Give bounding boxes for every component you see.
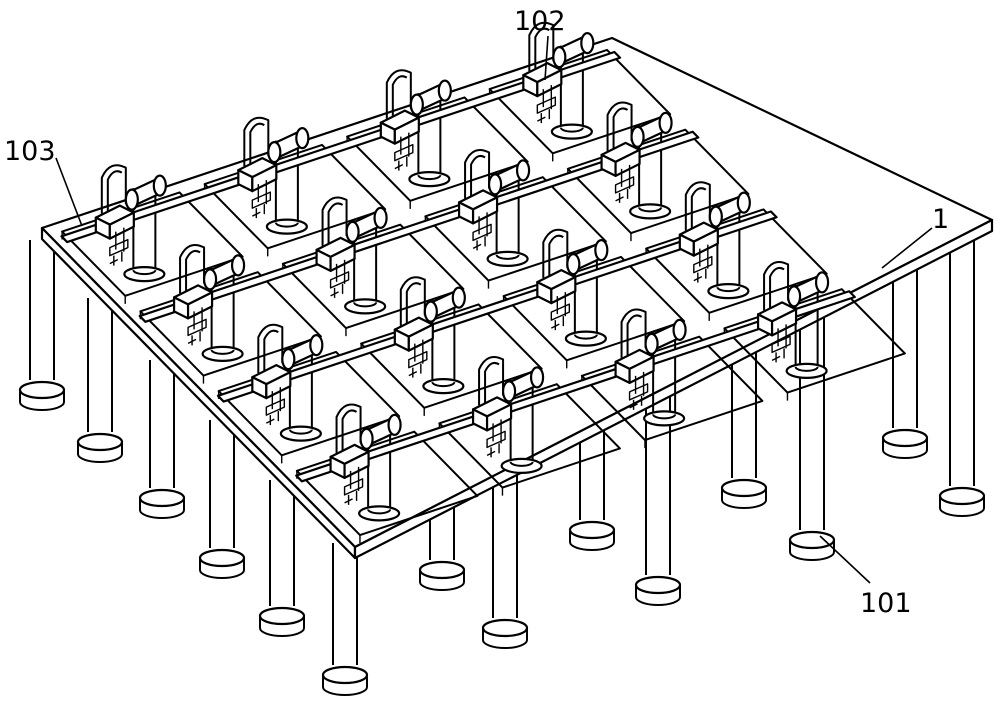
leg-foot-7 — [481, 618, 529, 638]
leg-foot-8 — [568, 520, 616, 540]
cell-opening — [203, 143, 387, 250]
label-102: 102 — [514, 6, 566, 37]
cell-opening — [139, 271, 322, 377]
label-group-103: 103 — [4, 136, 83, 227]
cell-opening — [281, 223, 465, 330]
mechanisms — [94, 21, 830, 505]
support-legs — [18, 240, 986, 696]
label-103: 103 — [4, 136, 56, 167]
gripper-assembly — [614, 308, 687, 410]
rail-1 — [138, 130, 700, 323]
label-group-101: 101 — [819, 535, 912, 619]
gripper-assembly — [536, 228, 609, 331]
gripper-assembly — [393, 276, 466, 378]
cell-opening — [645, 208, 828, 314]
gripper-assembly — [678, 181, 751, 283]
cell-opening — [61, 191, 244, 297]
leg-foot-2 — [138, 488, 186, 508]
label-1: 1 — [932, 204, 949, 235]
label-101: 101 — [860, 588, 912, 619]
leg-4 — [269, 480, 295, 606]
gripper-assembly — [94, 164, 167, 266]
cell-opening — [295, 430, 479, 537]
leg-foot-11 — [788, 530, 836, 550]
leg-13 — [949, 240, 975, 486]
gripper-assembly — [600, 101, 673, 203]
cell-opening — [360, 303, 543, 409]
rail-3 — [295, 290, 856, 483]
gripper-assembly — [457, 149, 531, 251]
gripper-assembly — [522, 21, 595, 124]
leg-foot-3 — [198, 548, 246, 568]
gripper-assembly — [756, 261, 830, 363]
gripper-assembly — [251, 323, 324, 426]
leg-foot-10 — [720, 478, 768, 498]
cell-opening — [217, 350, 401, 457]
leg-foot-4 — [258, 606, 306, 626]
label-group-102: 102 — [514, 6, 566, 81]
leg-foot-0 — [18, 380, 66, 400]
rail-0 — [60, 50, 622, 244]
leg-foot-5 — [321, 665, 369, 685]
leg-foot-9 — [634, 575, 682, 595]
cell-opening — [346, 96, 529, 202]
gripper-assembly — [237, 116, 310, 219]
leg-5 — [332, 543, 358, 665]
gripper-assembly — [172, 244, 246, 346]
leg-1 — [87, 298, 113, 432]
cell-opening — [488, 48, 672, 155]
leg-foot-6 — [418, 560, 466, 580]
rails — [60, 50, 856, 483]
gripper-assembly — [329, 403, 402, 505]
cell-opening — [438, 383, 621, 489]
leg-3 — [209, 420, 235, 548]
cell-opening — [566, 128, 750, 235]
cell-opening — [723, 288, 906, 394]
gripper-assembly — [471, 356, 545, 458]
rail-2 — [216, 210, 778, 403]
leg-foot-12 — [881, 428, 929, 448]
leg-0 — [29, 240, 55, 380]
gripper-assembly — [315, 196, 388, 298]
leg-foot-1 — [76, 432, 124, 452]
label-group-1: 1 — [881, 204, 949, 269]
gripper-assembly — [379, 69, 452, 171]
leg-2 — [149, 360, 175, 488]
cell-opening — [502, 255, 686, 362]
leg-foot-13 — [938, 486, 986, 506]
cell-opening — [424, 176, 607, 282]
cell-opening — [580, 335, 764, 442]
